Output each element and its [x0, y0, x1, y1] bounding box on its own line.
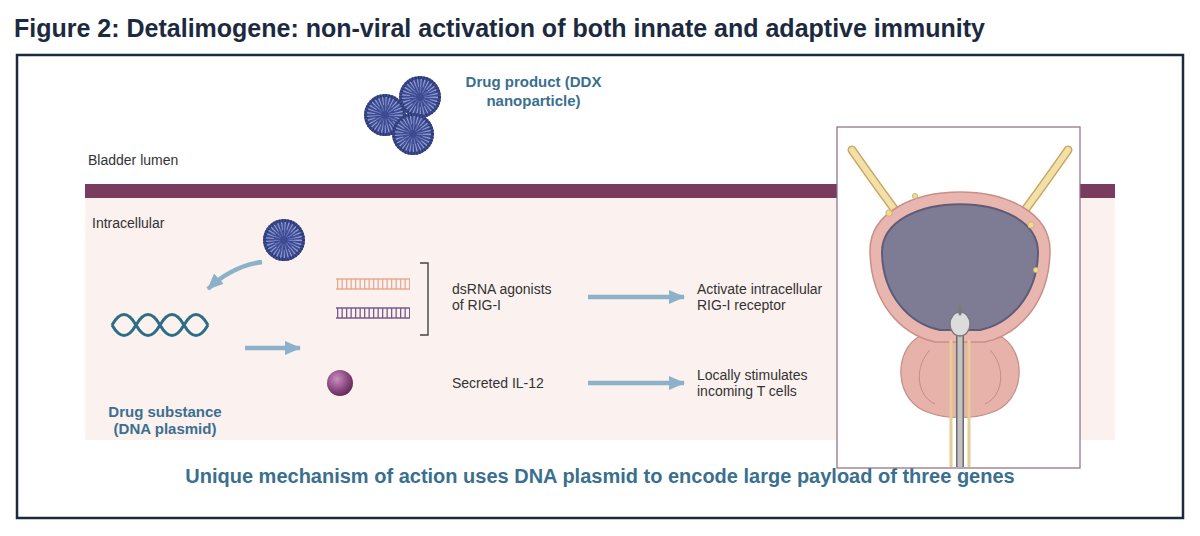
figure-frame: [17, 55, 1183, 518]
tumor: [1028, 222, 1034, 228]
region-label: Bladder lumen: [88, 152, 288, 168]
node-text: Locally stimulates incoming T cells: [697, 367, 832, 399]
catheter: [958, 318, 963, 467]
tumor: [886, 210, 892, 216]
product-label: Drug product (DDX nanoparticle): [462, 72, 605, 110]
tumor: [912, 193, 917, 198]
ureter: [1022, 150, 1068, 214]
product-node: Secreted IL-12: [320, 365, 588, 401]
flow-arrow: [588, 381, 684, 386]
ureter: [852, 150, 898, 214]
dsrna-strand: [336, 278, 410, 280]
bracket: [420, 263, 428, 335]
cell-panel: IntracellularDrug substance (DNA plasmid…: [85, 198, 1115, 440]
prostate-lobe: [919, 350, 1000, 404]
urethra-wall: [950, 340, 953, 467]
nanoparticle-icon: [392, 113, 434, 155]
node-text: Secreted IL-12: [452, 375, 576, 391]
flow-arrow: [588, 295, 684, 300]
plasmid-node: Drug substance (DNA plasmid): [95, 305, 235, 437]
bladder-lumen: [882, 204, 1038, 330]
nanoparticle-icon: [263, 219, 305, 261]
dsrna-rungs: [337, 279, 410, 289]
effect-node: Activate intracellular RIG-I receptor: [684, 281, 835, 313]
urothelium-band: [85, 184, 1115, 198]
dna-strand: [112, 315, 208, 336]
ureter: [1022, 150, 1068, 214]
tumor: [1033, 267, 1038, 272]
catheter-tip: [959, 306, 962, 314]
nanoparticle-icon: [399, 76, 441, 118]
connector-layer: [588, 297, 684, 383]
dna-strand: [112, 315, 208, 336]
bladder-wall: [870, 192, 1050, 342]
prostate: [901, 336, 1019, 418]
catheter-outline: [956, 318, 964, 467]
dsrna-strand: [336, 307, 410, 309]
dsrna-strand: [336, 288, 410, 290]
summary-note: Unique mechanism of action uses DNA plas…: [17, 464, 1183, 488]
expression-arrow: [245, 346, 300, 351]
nanoparticle-icon: [364, 94, 406, 136]
node-text: dsRNA agonists of RIG-I: [452, 281, 564, 313]
effect-node: Locally stimulates incoming T cells: [684, 367, 835, 399]
dsrna-strand: [336, 317, 410, 319]
figure-title: Figure 2: Detalimogene: non-viral activa…: [14, 13, 1186, 43]
node-text: Activate intracellular RIG-I receptor: [697, 281, 832, 313]
dsrna-rungs: [337, 308, 410, 318]
illustration-box: [837, 127, 1080, 468]
catheter-balloon: [950, 312, 970, 336]
node-text: Intracellular: [92, 215, 164, 231]
ureter: [852, 150, 898, 214]
product-node: dsRNA agonists of RIG-I: [330, 262, 588, 332]
il12-sphere: [327, 370, 353, 396]
release-arrow: [208, 262, 262, 289]
node-text: Drug substance (DNA plasmid): [102, 403, 228, 437]
urethra-wall: [968, 340, 971, 467]
